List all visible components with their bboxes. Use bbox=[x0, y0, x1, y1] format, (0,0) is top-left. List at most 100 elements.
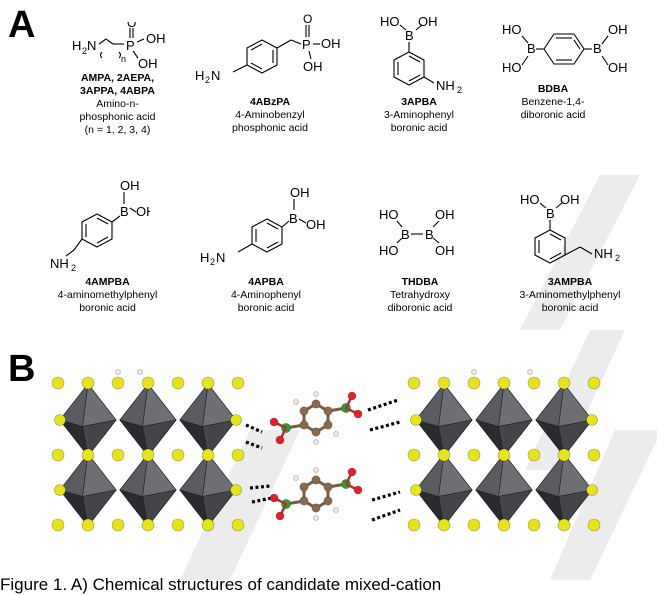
halide-atom bbox=[407, 376, 421, 390]
svg-text:P: P bbox=[302, 37, 311, 52]
hydrogen-atom bbox=[471, 369, 477, 375]
molecule-name: Benzene-1,4-diboronic acid bbox=[520, 96, 586, 121]
halide-atom bbox=[587, 518, 601, 532]
svg-text:B: B bbox=[527, 41, 536, 56]
oxygen-atom bbox=[353, 409, 363, 419]
svg-text:OH: OH bbox=[418, 14, 438, 29]
crystal-structure-icon bbox=[51, 369, 601, 532]
svg-text:HO: HO bbox=[379, 207, 399, 222]
halide-atom bbox=[201, 376, 215, 390]
svg-text:NH: NH bbox=[436, 78, 455, 93]
svg-text:HO: HO bbox=[502, 60, 522, 75]
hydrogen-bond bbox=[367, 398, 399, 412]
svg-text:B: B bbox=[425, 227, 434, 242]
svg-text:OH: OH bbox=[321, 36, 341, 51]
aminomethylphenyl-boronic-structure-icon: OH B OH NH2 bbox=[50, 180, 150, 273]
svg-text:HO: HO bbox=[380, 14, 400, 29]
halide-atom bbox=[201, 448, 215, 462]
halide-atom bbox=[111, 376, 125, 390]
hydrogen-atom bbox=[313, 391, 319, 397]
svg-text:B: B bbox=[401, 227, 410, 242]
halide-atom bbox=[230, 484, 242, 496]
svg-text:N: N bbox=[87, 38, 96, 53]
hydrogen-bond bbox=[251, 496, 273, 504]
hydrogen-atom bbox=[293, 399, 299, 405]
halide-atom bbox=[467, 376, 481, 390]
halide-atom bbox=[141, 376, 155, 390]
hydrogen-bond bbox=[371, 508, 401, 522]
halide-atom bbox=[81, 448, 95, 462]
carbon-atom bbox=[299, 420, 309, 430]
svg-text:OH: OH bbox=[435, 243, 455, 258]
molecule-name: Amino-n-phosphonic acid bbox=[79, 98, 156, 123]
oxygen-atom bbox=[353, 485, 363, 495]
halide-atom bbox=[111, 518, 125, 532]
halide-atom bbox=[557, 518, 571, 532]
svg-text:2: 2 bbox=[615, 253, 620, 263]
carbon-atom bbox=[323, 482, 333, 492]
svg-text:B: B bbox=[289, 211, 298, 226]
svg-text:2: 2 bbox=[71, 263, 76, 273]
molecule-name: 4-Aminophenyl boronic acid bbox=[230, 289, 302, 314]
svg-text:2: 2 bbox=[210, 257, 215, 267]
halide-atom bbox=[201, 518, 215, 532]
panel-b-label: B bbox=[8, 348, 36, 390]
molecule-name: Tetrahydroxy diboronic acid bbox=[387, 289, 453, 314]
svg-text:B: B bbox=[405, 28, 414, 43]
oxygen-atom bbox=[347, 391, 357, 401]
halide-atom bbox=[410, 414, 422, 426]
carbon-atom bbox=[323, 406, 333, 416]
svg-text:2: 2 bbox=[82, 46, 87, 56]
halide-atom bbox=[171, 376, 185, 390]
molecule-label-thdba: THDBA Tetrahydroxy diboronic acid bbox=[370, 276, 470, 315]
halide-atom bbox=[497, 518, 511, 532]
halide-atom bbox=[111, 448, 125, 462]
halide-atom bbox=[51, 448, 65, 462]
molecule-label-4abzpa: 4ABzPA 4-Aminobenzyl phosphonic acid bbox=[222, 96, 318, 135]
molecule-name: 3-Aminomethylphenyl boronic acid bbox=[519, 289, 621, 314]
halide-atom bbox=[557, 376, 571, 390]
hydrogen-atom bbox=[313, 515, 319, 521]
svg-text:H: H bbox=[200, 250, 209, 265]
molecule-code: AMPA, 2AEPA, 3APPA, 4ABPA bbox=[80, 72, 155, 97]
svg-text:B: B bbox=[546, 206, 555, 221]
oxygen-atom bbox=[275, 511, 285, 521]
svg-text:OH: OH bbox=[608, 60, 628, 75]
svg-text:NH: NH bbox=[594, 246, 613, 261]
halide-atom bbox=[467, 518, 481, 532]
svg-text:OH: OH bbox=[136, 204, 150, 219]
hydrogen-atom bbox=[137, 369, 143, 375]
molecule-name: 4-aminomethylphenyl boronic acid bbox=[57, 289, 158, 314]
molecule-label-3apba: 3APBA 3-Aminophenyl boronic acid bbox=[371, 96, 467, 135]
halide-atom bbox=[586, 414, 598, 426]
halide-atom bbox=[497, 376, 511, 390]
molecule-code: THDBA bbox=[401, 276, 439, 288]
svg-text:HO: HO bbox=[379, 243, 399, 258]
svg-text:P: P bbox=[126, 38, 135, 53]
molecule-code: 3AMPBA bbox=[547, 276, 593, 288]
hydrogen-bond bbox=[245, 440, 263, 450]
molecule-label-4ampba: 4AMPBA 4-aminomethylphenyl boronic acid bbox=[40, 276, 175, 315]
svg-text:OH: OH bbox=[560, 192, 580, 207]
halide-atom bbox=[586, 484, 598, 496]
halide-atom bbox=[407, 448, 421, 462]
hydrogen-atom bbox=[527, 369, 533, 375]
halide-atom bbox=[51, 376, 65, 390]
svg-text:OH: OH bbox=[608, 22, 628, 37]
molecule-code: 3APBA bbox=[401, 96, 437, 108]
halide-atom bbox=[467, 448, 481, 462]
hydrogen-bond bbox=[249, 484, 271, 490]
hydrogen-atom bbox=[333, 431, 339, 437]
halide-atom bbox=[51, 518, 65, 532]
oxygen-atom bbox=[347, 467, 357, 477]
svg-text:OH: OH bbox=[306, 217, 326, 232]
molecule-name: 4-Aminobenzyl phosphonic acid bbox=[232, 109, 308, 134]
svg-text:NH: NH bbox=[50, 256, 69, 271]
carbon-atom bbox=[299, 406, 309, 416]
halide-atom bbox=[407, 518, 421, 532]
halide-atom bbox=[527, 376, 541, 390]
